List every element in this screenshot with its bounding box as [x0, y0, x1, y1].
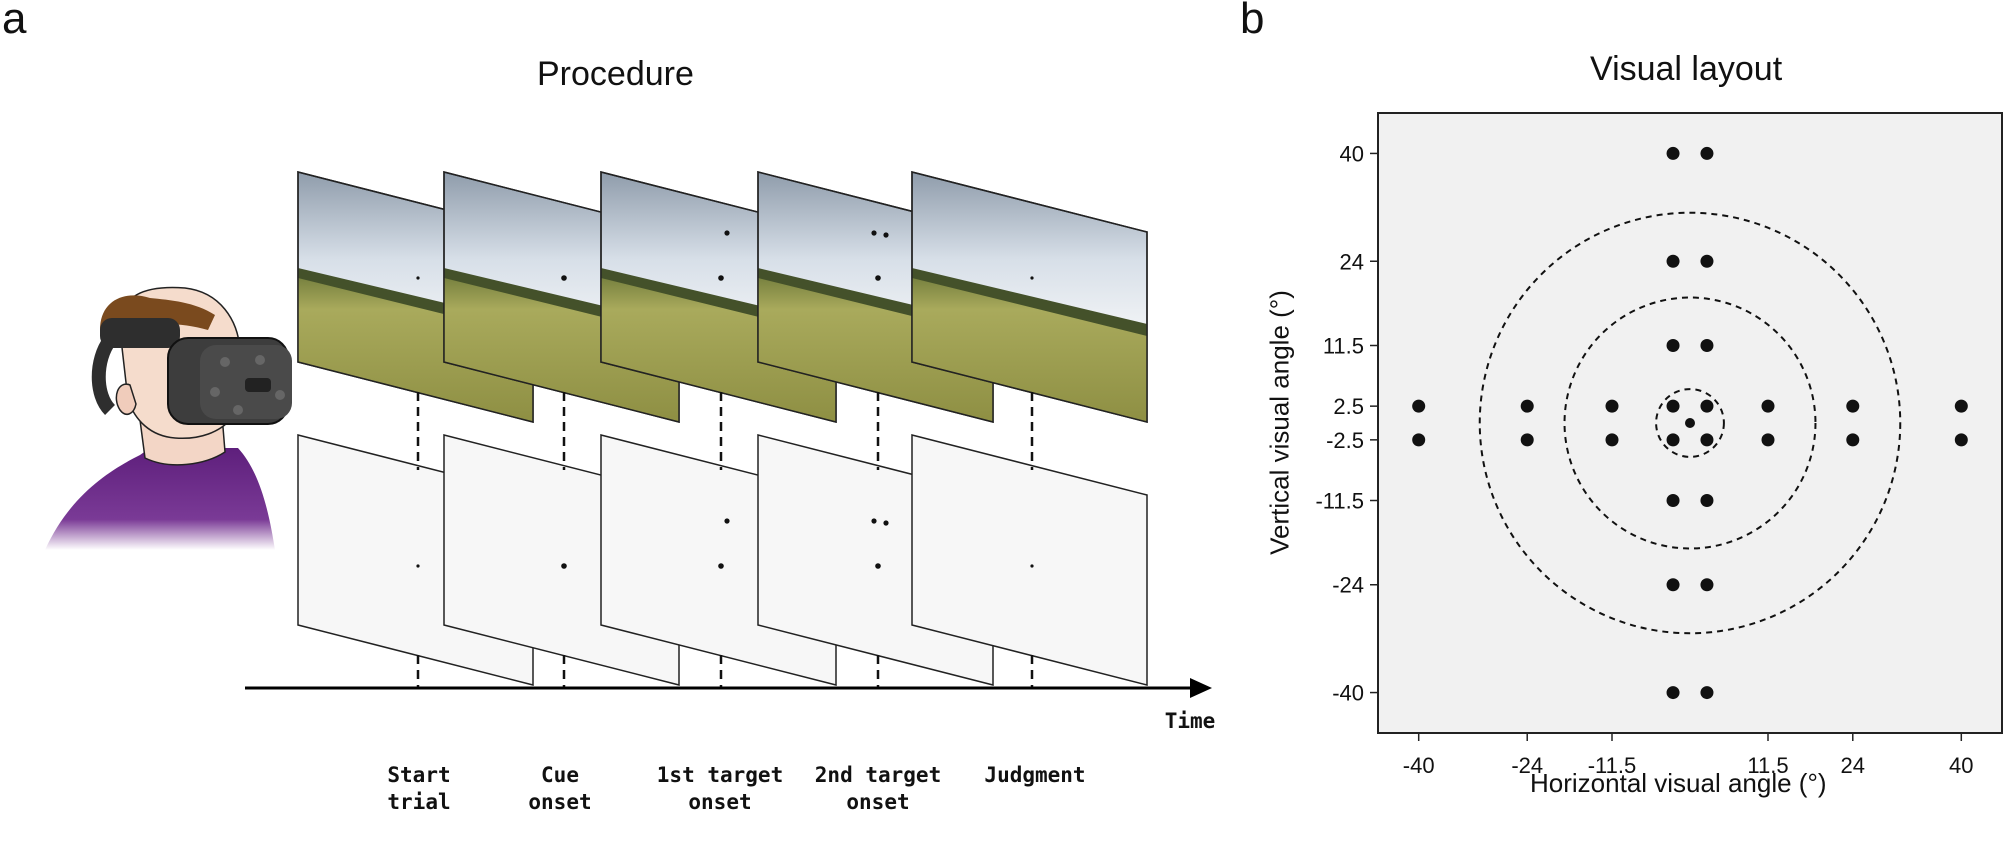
- fixation-dot: [561, 563, 567, 569]
- stimulus-point: [1666, 254, 1680, 268]
- stimulus-point: [1520, 433, 1534, 447]
- eccentricity-circle: [1563, 296, 1817, 550]
- stimulus-point: [1700, 494, 1714, 507]
- panel-b-letter: b: [1240, 0, 1265, 43]
- stimulus-point: [1700, 146, 1714, 160]
- stimulus-point: [1666, 339, 1680, 352]
- stimulus-point: [1761, 433, 1775, 447]
- y-tick-label: -24: [1332, 573, 1364, 598]
- y-axis-title: Vertical visual angle (°): [1264, 290, 1295, 555]
- visual-layout-plot: -40 -24 -11.5 11.5 24 40 40 24 11.5 2.5 -2.5 -11.5 -…: [1315, 112, 2003, 778]
- y-tick-label: 11.5: [1323, 334, 1364, 359]
- stimulus-point: [1605, 399, 1619, 413]
- time-axis-arrowhead: [1190, 678, 1212, 698]
- x-tick-label: -24: [1511, 753, 1543, 778]
- stimulus-point: [1412, 399, 1426, 413]
- eccentricity-circle: [1655, 388, 1725, 458]
- blank-frame: [911, 434, 1148, 686]
- x-tick-label: 24: [1841, 753, 1865, 778]
- fixation-dot: [718, 275, 724, 281]
- procedure-title: Procedure: [537, 55, 694, 93]
- y-tick-label: -2.5: [1326, 428, 1364, 453]
- stimulus-point: [1605, 433, 1619, 447]
- photo-frames: [297, 171, 1148, 423]
- x-tick-label: -11.5: [1588, 753, 1637, 778]
- participant-shirt: [45, 448, 275, 550]
- target-dot: [883, 232, 889, 238]
- headset-side-strap: [91, 335, 116, 415]
- stimulus-point: [1954, 399, 1968, 413]
- target-dot: [871, 518, 877, 524]
- stimulus-point: [1761, 399, 1775, 413]
- stimulus-point: [1520, 399, 1534, 413]
- fixation-dot: [875, 563, 881, 569]
- fixation-dot: [416, 564, 420, 568]
- visual-layout-title: Visual layout: [1590, 50, 1783, 88]
- y-tick-label: 24: [1340, 249, 1364, 274]
- x-tick-label: -40: [1403, 753, 1435, 778]
- stimulus-point: [1846, 399, 1860, 413]
- target-dot: [871, 230, 877, 236]
- stimulus-point: [1700, 254, 1714, 268]
- stimulus-point: [1700, 339, 1714, 352]
- fixation-point: [1685, 418, 1695, 428]
- stimulus-point: [1954, 433, 1968, 447]
- x-tick-label: 40: [1949, 753, 1973, 778]
- time-axis-label: Time: [1164, 709, 1216, 733]
- y-tick-label: 40: [1340, 141, 1364, 166]
- x-tick-label: 11.5: [1747, 753, 1788, 778]
- stimulus-point: [1846, 433, 1860, 447]
- y-tick-label: 2.5: [1333, 394, 1364, 419]
- stage-dash-lines: [416, 392, 1034, 688]
- participant-illustration: [45, 286, 292, 550]
- blank-frames: [297, 434, 1148, 686]
- fixation-dot: [875, 275, 881, 281]
- fixation-dot: [416, 276, 420, 280]
- stimulus-point: [1666, 494, 1680, 507]
- stimulus-point: [1666, 399, 1680, 413]
- stage-label-judgment: Judgment: [984, 763, 1086, 787]
- scene-frame: [911, 171, 1148, 423]
- headset-strap: [100, 318, 180, 348]
- fixation-dot: [718, 563, 724, 569]
- target-dot: [883, 520, 889, 526]
- stimulus-point: [1700, 399, 1714, 413]
- y-tick-label: -11.5: [1315, 489, 1364, 514]
- fixation-dot: [1030, 276, 1034, 280]
- stimulus-point: [1666, 146, 1680, 160]
- eccentricity-circle: [1478, 211, 1902, 635]
- target-dot: [724, 518, 730, 524]
- stimulus-point: [1666, 433, 1680, 447]
- y-tick-label: -40: [1332, 681, 1364, 706]
- participant-ear: [115, 383, 137, 415]
- x-axis-title: Horizontal visual angle (°): [1530, 768, 1827, 798]
- fixation-dot: [561, 275, 567, 281]
- stimulus-point: [1666, 686, 1680, 700]
- panel-a-letter: a: [2, 0, 27, 43]
- fixation-dot: [1030, 564, 1034, 568]
- stimulus-point: [1700, 433, 1714, 447]
- stimulus-point: [1412, 433, 1426, 447]
- target-dot: [724, 230, 730, 236]
- procedure-diagram: [45, 171, 1212, 698]
- stimulus-point: [1700, 686, 1714, 700]
- stimulus-point: [1666, 578, 1680, 592]
- stimulus-point: [1700, 578, 1714, 592]
